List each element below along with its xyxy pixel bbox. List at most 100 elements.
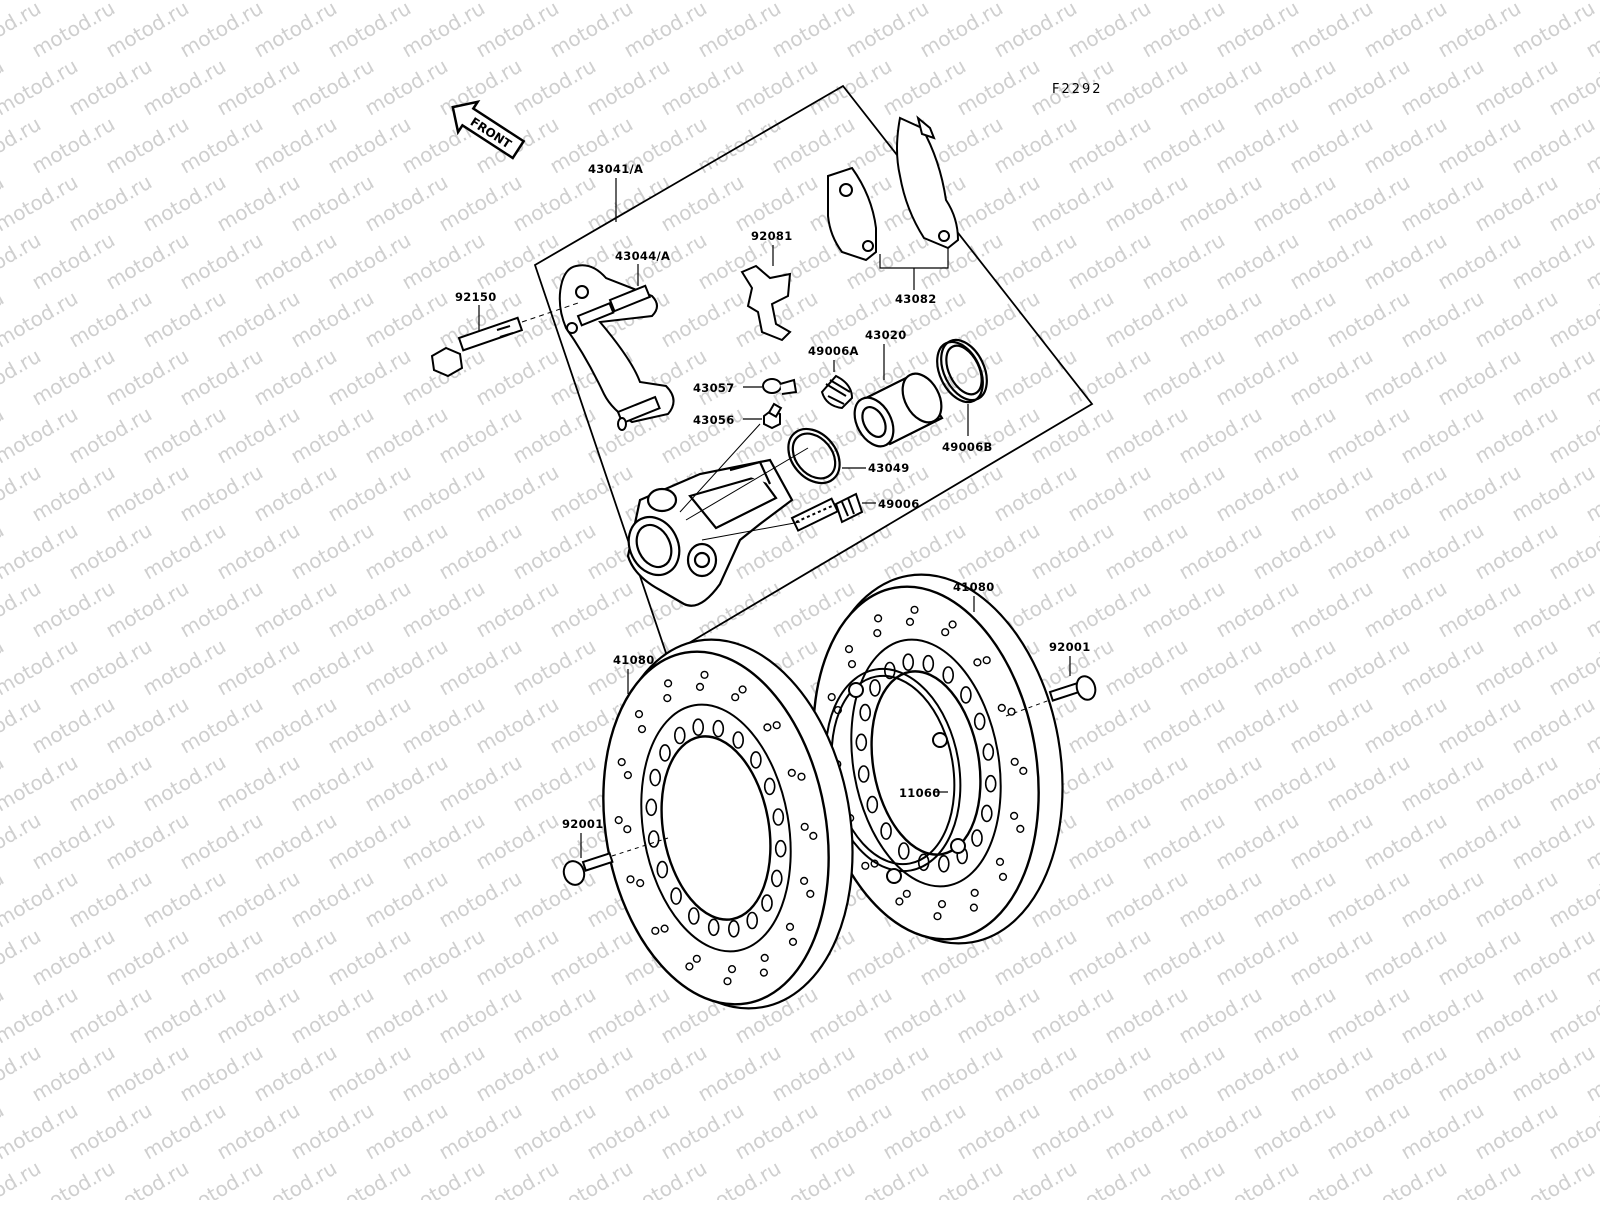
watermark-text: motod.ru xyxy=(287,1098,378,1165)
watermark-text: motod.ru xyxy=(583,54,674,121)
watermark-text: motod.ru xyxy=(28,1040,119,1107)
disc-drill-hole xyxy=(639,726,646,733)
watermark-text: motod.ru xyxy=(1397,982,1488,1049)
watermark-text: motod.ru xyxy=(361,54,452,121)
watermark-text: motod.ru xyxy=(250,924,341,991)
watermark-text: motod.ru xyxy=(953,170,1044,237)
watermark-text: motod.ru xyxy=(213,1098,304,1165)
label-49006A: 49006A xyxy=(808,344,859,358)
watermark-text: motod.ru xyxy=(1249,54,1340,121)
watermark-text: motod.ru xyxy=(953,1098,1044,1165)
watermark-text: motod.ru xyxy=(879,982,970,1049)
watermark-text: motod.ru xyxy=(1138,924,1229,991)
watermark-text: motod.ru xyxy=(1064,228,1155,295)
watermark-text: motod.ru xyxy=(213,866,304,933)
watermark-text: motod.ru xyxy=(28,576,119,643)
watermark-text: motod.ru xyxy=(324,228,415,295)
watermark-text: motod.ru xyxy=(250,112,341,179)
watermark-text: motod.ru xyxy=(176,1040,267,1107)
watermark-text: motod.ru xyxy=(953,402,1044,469)
watermark-text: motod.ru xyxy=(102,0,193,62)
watermark-text: motod.ru xyxy=(287,170,378,237)
watermark-text: motod.ru xyxy=(102,1040,193,1107)
disc-vent-hole xyxy=(881,823,891,839)
watermark-text: motod.ru xyxy=(1434,0,1525,62)
watermark-text: motod.ru xyxy=(1027,170,1118,237)
disc-vent-hole xyxy=(689,908,699,924)
disc-vent-hole xyxy=(923,656,933,672)
watermark-text: motod.ru xyxy=(361,866,452,933)
watermark-text: motod.ru xyxy=(1397,170,1488,237)
watermark-text: motod.ru xyxy=(435,1098,526,1165)
disc-drill-hole xyxy=(701,671,708,678)
watermark-text: motod.ru xyxy=(546,0,637,62)
watermark-text: motod.ru xyxy=(213,170,304,237)
watermark-text: motod.ru xyxy=(1323,750,1414,817)
watermark-text: motod.ru xyxy=(1101,750,1192,817)
watermark-text: motod.ru xyxy=(398,460,489,527)
watermark-text: motod.ru xyxy=(1175,170,1266,237)
disc-vent-hole xyxy=(859,766,869,782)
watermark-text: motod.ru xyxy=(1471,518,1562,585)
watermark-text: motod.ru xyxy=(176,344,267,411)
watermark-text: motod.ru xyxy=(139,634,230,701)
watermark-text: motod.ru xyxy=(1064,692,1155,759)
disc-drill-hole xyxy=(761,955,768,962)
watermark-text: motod.ru xyxy=(1138,112,1229,179)
watermark-text: motod.ru xyxy=(361,402,452,469)
watermark-text: motod.ru xyxy=(1360,228,1451,295)
watermark-text: motod.ru xyxy=(1471,982,1562,1049)
watermark-text: motod.ru xyxy=(361,1098,452,1165)
disc-vent-hole xyxy=(646,799,656,815)
watermark-text: motod.ru xyxy=(1360,924,1451,991)
watermark-text: motod.ru xyxy=(28,808,119,875)
disc-drill-hole xyxy=(1008,708,1015,715)
watermark-text: motod.ru xyxy=(1323,982,1414,1049)
watermark-text: motod.ru xyxy=(1471,866,1562,933)
disc-drill-hole xyxy=(788,770,795,777)
label-43049: 43049 xyxy=(868,461,910,475)
watermark-text: motod.ru xyxy=(1027,286,1118,353)
disc-vent-hole xyxy=(650,770,660,786)
watermark-text: motod.ru xyxy=(1397,518,1488,585)
disc-drill-hole xyxy=(615,817,622,824)
watermark-text: motod.ru xyxy=(916,0,1007,62)
disc-drill-hole xyxy=(911,606,918,613)
watermark-text: motod.ru xyxy=(731,1098,822,1165)
watermark-text: motod.ru xyxy=(1064,808,1155,875)
disc-vent-hole xyxy=(939,856,949,872)
watermark-text: motod.ru xyxy=(250,576,341,643)
watermark-text: motod.ru xyxy=(1138,228,1229,295)
watermark-text: motod.ru xyxy=(1323,634,1414,701)
disc-vent-hole xyxy=(762,895,772,911)
watermark-text: motod.ru xyxy=(1471,54,1562,121)
watermark-text: motod.ru xyxy=(509,518,600,585)
disc-vent-hole xyxy=(773,809,783,825)
watermark-text: motod.ru xyxy=(1471,750,1562,817)
watermark-text: motod.ru xyxy=(1397,286,1488,353)
watermark-text: motod.ru xyxy=(287,982,378,1049)
watermark-text: motod.ru xyxy=(472,0,563,62)
watermark-text: motod.ru xyxy=(1249,866,1340,933)
label-43057: 43057 xyxy=(693,381,735,395)
disc-vent-hole xyxy=(899,843,909,859)
watermark-text: motod.ru xyxy=(1323,286,1414,353)
watermark-text: motod.ru xyxy=(1434,112,1525,179)
watermark-text: motod.ru xyxy=(1249,982,1340,1049)
watermark-text: motod.ru xyxy=(509,1098,600,1165)
watermark-text: motod.ru xyxy=(1064,576,1155,643)
watermark-text: motod.ru xyxy=(916,460,1007,527)
watermark-text: motod.ru xyxy=(1175,402,1266,469)
watermark-text: motod.ru xyxy=(1249,518,1340,585)
watermark-text: motod.ru xyxy=(213,286,304,353)
disc-vent-hole xyxy=(982,805,992,821)
disc-vent-hole xyxy=(867,797,877,813)
watermark-text: motod.ru xyxy=(65,750,156,817)
watermark-text: motod.ru xyxy=(102,228,193,295)
figure-code: F2292 xyxy=(1052,82,1103,97)
watermark-text: motod.ru xyxy=(1212,1040,1303,1107)
watermark-text: motod.ru xyxy=(620,0,711,62)
disc-drill-hole xyxy=(686,963,693,970)
watermark-text: motod.ru xyxy=(1175,866,1266,933)
